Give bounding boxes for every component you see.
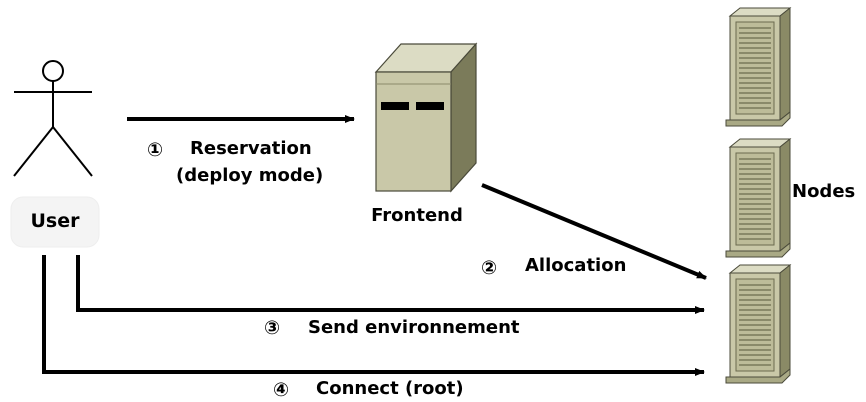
step-3-label: Send environnement: [308, 317, 520, 338]
step-2-label: Allocation: [525, 255, 626, 276]
nodes-label: Nodes: [792, 181, 855, 202]
node-server-icon: [725, 138, 791, 258]
step-1-sublabel: (deploy mode): [176, 165, 323, 186]
frontend-server-icon: [374, 42, 478, 193]
step-4-number: ④: [273, 379, 289, 401]
node-server-icon: [725, 264, 791, 384]
send-environment-arrow: [76, 255, 705, 314]
allocation-arrow: [481, 183, 707, 280]
node-server-icon: [725, 7, 791, 127]
user-label: User: [31, 210, 81, 232]
step-4-label: Connect (root): [316, 378, 464, 399]
step-1-label: Reservation: [190, 138, 312, 159]
user-actor-icon: [13, 60, 93, 177]
connect-root-arrow: [42, 255, 705, 376]
frontend-label: Frontend: [371, 205, 463, 226]
step-3-number: ③: [264, 317, 280, 339]
step-2-number: ②: [481, 257, 497, 279]
user-label-box: [10, 196, 100, 248]
step-1-number: ①: [147, 139, 163, 161]
